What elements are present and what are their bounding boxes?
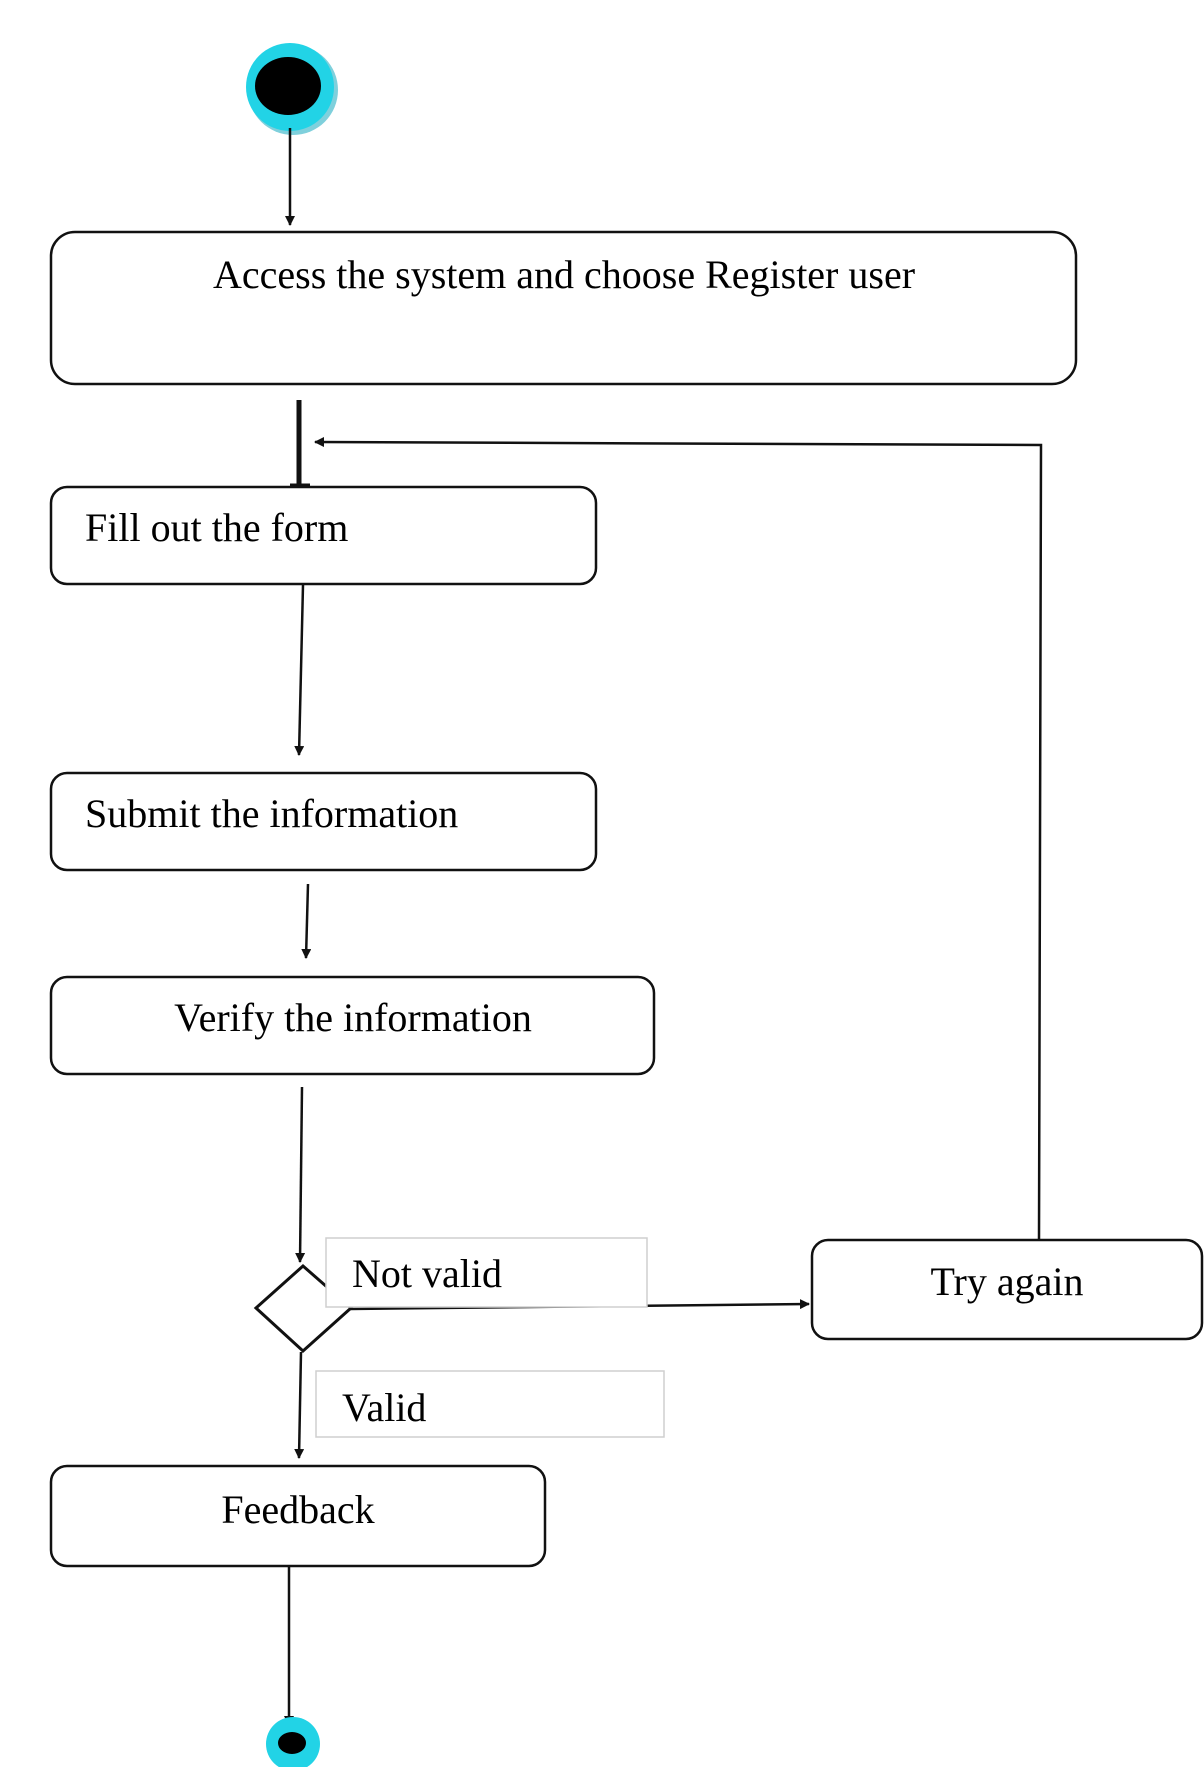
node-submit-label: Submit the information xyxy=(85,791,458,836)
edge-fill-to-submit xyxy=(294,584,305,756)
end-node xyxy=(266,1717,320,1767)
edge-verify-to-decision xyxy=(295,1086,306,1263)
guard-not-valid: Not valid xyxy=(325,1237,648,1308)
guard-valid: Valid xyxy=(315,1370,665,1438)
node-try-again: Try again xyxy=(810,1238,1204,1341)
node-verify-label: Verify the information xyxy=(174,995,532,1040)
edge-try-again-loop xyxy=(314,437,1043,1240)
guard-valid-label: Valid xyxy=(342,1385,426,1430)
node-try-again-label: Try again xyxy=(931,1259,1084,1304)
guard-not-valid-label: Not valid xyxy=(352,1251,502,1296)
edge-decision-to-feedback xyxy=(294,1351,305,1459)
node-access-system: Access the system and choose Register us… xyxy=(49,230,1078,386)
node-submit: Submit the information xyxy=(49,771,598,872)
node-fill-form: Fill out the form xyxy=(49,485,598,586)
node-verify: Verify the information xyxy=(49,975,656,1076)
node-feedback-label: Feedback xyxy=(221,1487,374,1532)
edge-submit-to-verify xyxy=(301,883,312,959)
node-access-system-label: Access the system and choose Register us… xyxy=(213,252,915,297)
start-node xyxy=(246,43,338,135)
node-fill-form-label: Fill out the form xyxy=(85,505,348,550)
node-feedback: Feedback xyxy=(49,1464,547,1568)
